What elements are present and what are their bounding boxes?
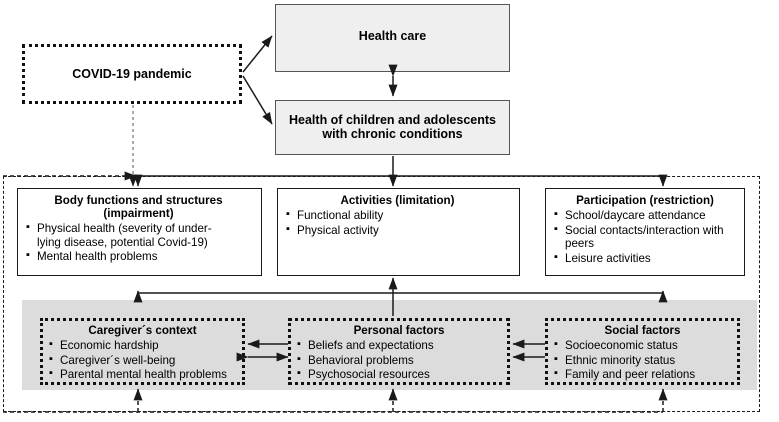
node-item-list: Functional ability Physical activity [284, 208, 511, 238]
list-item: Beliefs and expectations [295, 338, 503, 353]
list-item: Mental health problems [24, 249, 253, 264]
node-item-list: Economic hardship Caregiver´s well-being… [47, 338, 238, 382]
list-item-text: Family and peer relations [565, 368, 696, 382]
list-item-text: Ethnic minority status [565, 353, 676, 367]
list-item: Socioeconomic status [552, 338, 733, 353]
node-social-factors[interactable]: Social factors Socioeconomic status Ethn… [545, 318, 740, 385]
list-item-text: School/daycare attendance [565, 208, 706, 222]
node-title: Health care [358, 29, 427, 43]
list-item-text-line-1: Social contacts/interaction with [565, 223, 724, 237]
list-item-text: Beliefs and expectations [308, 338, 434, 352]
list-item-text: Physical activity [297, 223, 379, 237]
arrow-pandemic-to-child-health [242, 75, 273, 125]
list-item-text: Mental health problems [37, 250, 158, 264]
list-item-text-line-2: peers [565, 237, 595, 251]
list-item: Physical activity [284, 223, 511, 238]
list-item: Psychosocial resources [295, 367, 503, 382]
node-title-line-1: Health of children and adolescents [289, 113, 496, 127]
list-item: Functional ability [284, 208, 511, 223]
list-item-text: Parental mental health problems [60, 368, 227, 382]
list-item: Ethnic minority status [552, 353, 733, 368]
node-title-line-1: Body functions and structures [54, 194, 223, 207]
node-activities-limitation[interactable]: Activities (limitation) Functional abili… [277, 188, 520, 276]
node-title: COVID-19 pandemic [72, 67, 192, 81]
list-item-text: Socioeconomic status [565, 338, 678, 352]
list-item-text-line-1: Physical health (severity of under- [37, 221, 212, 235]
node-title: Social factors [604, 324, 681, 337]
node-title: Activities (limitation) [340, 194, 455, 207]
list-item-text: Economic hardship [60, 338, 159, 352]
node-title: Personal factors [353, 324, 445, 337]
list-item: Social contacts/interaction with peers [552, 223, 738, 251]
node-participation-restriction[interactable]: Participation (restriction) School/dayca… [545, 188, 745, 276]
node-health-of-children[interactable]: Health of children and adolescents with … [275, 100, 510, 155]
node-title-line-2: with chronic conditions [322, 127, 463, 141]
node-item-list: Physical health (severity of under- lyin… [24, 221, 253, 264]
list-item-text: Behavioral problems [308, 353, 414, 367]
list-item: Leisure activities [552, 251, 738, 266]
node-title: Participation (restriction) [576, 194, 714, 207]
node-personal-factors[interactable]: Personal factors Beliefs and expectation… [288, 318, 510, 385]
node-health-care[interactable]: Health care [275, 4, 510, 72]
list-item: Physical health (severity of under- lyin… [24, 221, 253, 249]
list-item: Family and peer relations [552, 367, 733, 382]
list-item: Caregiver´s well-being [47, 353, 238, 368]
list-item-text-line-2: lying disease, potential Covid-19) [37, 235, 208, 249]
arrow-pandemic-to-health-care [242, 35, 273, 73]
list-item-text: Leisure activities [565, 251, 651, 265]
node-title: Caregiver´s context [88, 324, 197, 337]
node-item-list: Beliefs and expectations Behavioral prob… [295, 338, 503, 382]
list-item: Economic hardship [47, 338, 238, 353]
list-item: School/daycare attendance [552, 208, 738, 223]
node-title-line-2: (impairment) [103, 206, 174, 220]
list-item: Behavioral problems [295, 353, 503, 368]
node-item-list: School/daycare attendance Social contact… [552, 208, 738, 266]
list-item-text: Caregiver´s well-being [60, 353, 176, 367]
list-item-text: Functional ability [297, 208, 384, 222]
node-covid-19-pandemic[interactable]: COVID-19 pandemic [22, 44, 242, 104]
list-item-text: Psychosocial resources [308, 368, 430, 382]
node-item-list: Socioeconomic status Ethnic minority sta… [552, 338, 733, 382]
node-body-functions-and-structures[interactable]: Body functions and structures (impairmen… [17, 188, 262, 276]
node-caregiver-context[interactable]: Caregiver´s context Economic hardship Ca… [40, 318, 245, 385]
list-item: Parental mental health problems [47, 367, 238, 382]
